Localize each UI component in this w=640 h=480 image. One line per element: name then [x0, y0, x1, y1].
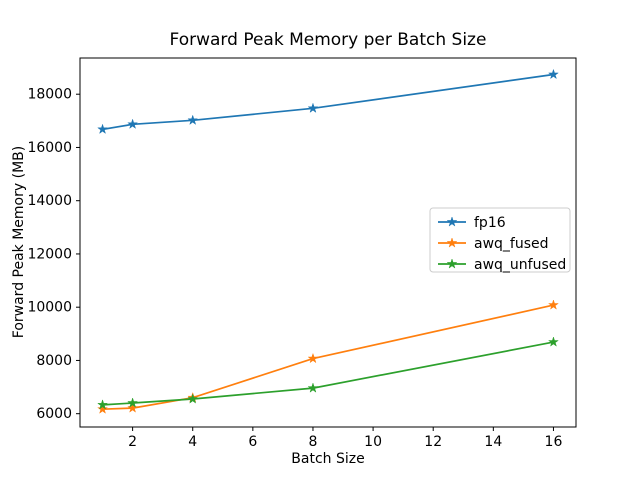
series-line-awq_unfused — [102, 341, 554, 406]
y-tick-label: 14000 — [27, 193, 72, 209]
series-marker-awq_unfused — [547, 336, 559, 347]
series-line-fp16 — [102, 73, 554, 131]
series-marker-awq_unfused — [187, 393, 199, 404]
series-line-awq_fused — [102, 304, 554, 411]
series-marker-fp16 — [127, 118, 139, 129]
y-tick-label: 10000 — [27, 300, 72, 316]
plot: 2 4 6 8 10 12 14 16 6000 8000 10000 12000 14000 16000… — [27, 57, 577, 450]
series-marker-fp16 — [187, 114, 199, 125]
y-tick-label: 8000 — [36, 353, 72, 369]
series-marker-awq_fused — [307, 352, 319, 364]
legend-label-awq_unfused: awq_unfused — [474, 257, 566, 273]
series-marker-awq_unfused — [307, 382, 319, 393]
legend-marker-fp16 — [446, 216, 458, 227]
legend-label-awq_fused: awq_fused — [474, 236, 549, 252]
series-marker-fp16 — [307, 102, 319, 114]
x-tick-label: 6 — [248, 434, 257, 450]
series-marker-fp16 — [97, 123, 109, 135]
y-tick-label: 16000 — [27, 140, 72, 156]
legend-marker-awq_fused — [446, 237, 458, 248]
x-tick-label: 12 — [424, 434, 442, 450]
x-tick-label: 14 — [484, 434, 502, 450]
series-marker-awq_fused — [547, 299, 559, 310]
x-axis-label: Batch Size — [291, 451, 364, 467]
y-tick-label: 18000 — [27, 87, 72, 103]
series-marker-awq_fused — [127, 402, 139, 413]
x-tick-label: 4 — [188, 434, 197, 450]
x-tick-label: 16 — [545, 434, 563, 450]
x-tick-label: 8 — [309, 434, 318, 450]
legend-box — [429, 207, 571, 273]
plot-frame — [79, 57, 577, 428]
legend-marker-awq_unfused — [446, 258, 458, 269]
x-tick-label: 2 — [128, 434, 137, 450]
y-tick-label: 6000 — [36, 406, 72, 422]
series-marker-awq_unfused — [127, 397, 139, 408]
y-tick-label: 12000 — [27, 246, 72, 262]
x-tick-label: 10 — [364, 434, 382, 450]
chart-title: Forward Peak Memory per Batch Size — [170, 30, 487, 50]
series-marker-awq_fused — [97, 403, 109, 414]
y-axis-label: Forward Peak Memory (MB) — [11, 146, 27, 338]
legend-label-fp16: fp16 — [474, 215, 506, 231]
series-marker-awq_unfused — [97, 399, 109, 410]
series-marker-fp16 — [547, 68, 559, 80]
